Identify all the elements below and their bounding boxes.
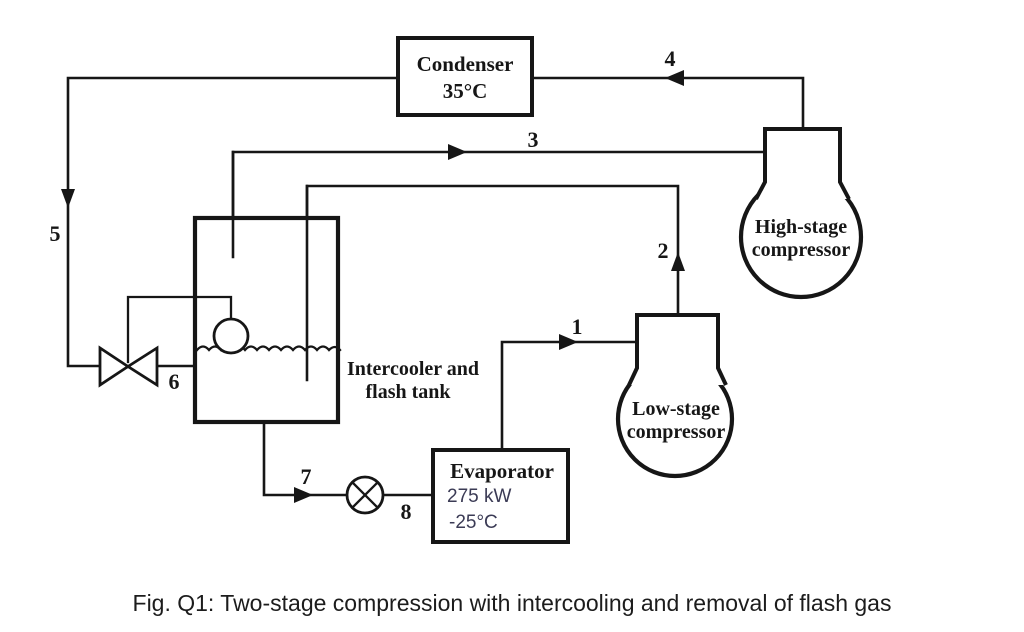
flow-arrow-3-icon <box>448 144 467 160</box>
pipe-2-lowstage-to-tank <box>305 184 680 382</box>
state-label-5: 5 <box>50 221 61 246</box>
low-stage-compressor-label-1: Low-stage <box>632 398 720 420</box>
flow-arrow-7-icon <box>294 487 313 503</box>
high-stage-compressor-neck <box>754 127 851 200</box>
low-stage-compressor-neck <box>627 313 728 386</box>
float-ball <box>212 317 250 355</box>
flow-arrow-2-icon <box>671 252 685 271</box>
intercooler-label-1: Intercooler and <box>347 358 479 380</box>
figure-caption: Fig. Q1: Two-stage compression with inte… <box>133 590 892 616</box>
state-label-4: 4 <box>665 46 676 71</box>
evaporator-box <box>431 448 570 544</box>
state-label-3: 3 <box>528 127 539 152</box>
pipe-5-condenser-to-valve <box>66 76 400 368</box>
condenser-label: Condenser <box>417 52 514 76</box>
evaporator-temperature: -25°C <box>449 512 498 533</box>
state-label-7: 7 <box>301 464 312 489</box>
high-stage-compressor-label-2: compressor <box>752 239 851 261</box>
high-stage-compressor-neck-fill <box>756 129 849 199</box>
state-label-1: 1 <box>572 314 583 339</box>
pipe-7-tank-to-valve <box>262 420 349 497</box>
condenser-temperature: 35°C <box>443 79 488 103</box>
low-stage-compressor-label-2: compressor <box>627 421 726 443</box>
flow-arrow-4-icon <box>665 70 684 86</box>
evaporator-capacity: 275 kW <box>447 486 511 507</box>
pipe-4-highstage-to-condenser <box>530 76 805 131</box>
flow-arrow-5-icon <box>61 189 75 208</box>
condenser-box <box>396 36 534 117</box>
intercooler-flash-tank-box <box>192 215 341 425</box>
state-label-2: 2 <box>658 238 669 263</box>
flow-arrow-1-icon <box>559 334 578 350</box>
expansion-valve-x-stroke-2 <box>350 480 380 510</box>
high-stage-compressor-label-1: High-stage <box>755 216 847 238</box>
state-label-6: 6 <box>169 369 180 394</box>
intercooler-label-2: flash tank <box>365 381 451 403</box>
pipe-1-evaporator-to-lowstage <box>500 340 639 452</box>
float-valve-linkage <box>126 295 233 364</box>
evaporator-label: Evaporator <box>450 459 554 483</box>
state-label-8: 8 <box>401 499 412 524</box>
expansion-valve-float-right-icon <box>125 345 159 388</box>
low-stage-compressor-neck-fill <box>629 315 726 385</box>
expansion-valve-float-left-icon <box>98 345 131 388</box>
